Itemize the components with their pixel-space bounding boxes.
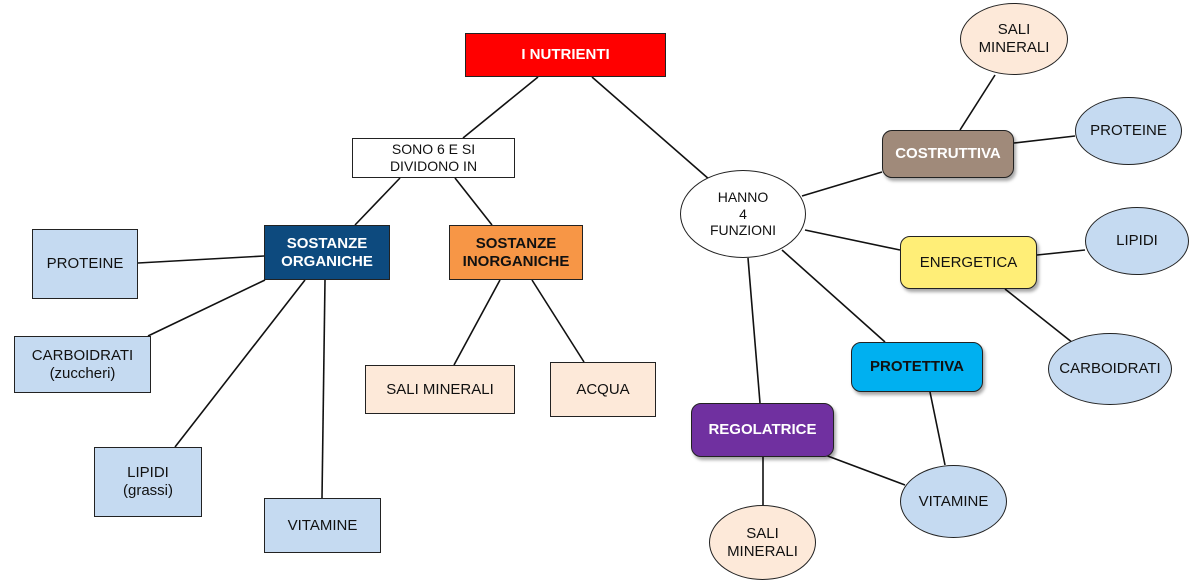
edge-organiche-vitamine	[321, 279, 326, 499]
edge-sono6-inorganiche	[454, 177, 493, 226]
edge-protettiva-vitamine	[929, 391, 946, 466]
node-protettiva: PROTETTIVA	[851, 342, 983, 392]
node-sostanze-organiche: SOSTANZE ORGANICHE	[264, 225, 390, 280]
node-energetica: ENERGETICA	[900, 236, 1037, 289]
edge-hanno4-energetica	[804, 229, 901, 251]
node-proteine-left: PROTEINE	[32, 229, 138, 299]
node-hanno-4-funzioni: HANNO 4 FUNZIONI	[680, 170, 806, 258]
edge-organiche-carboidrati	[147, 279, 266, 337]
edge-organiche-proteine	[137, 255, 265, 264]
node-carboidrati-left: CARBOIDRATI (zuccheri)	[14, 336, 151, 393]
node-sono-6-dividono: SONO 6 E SI DIVIDONO IN	[352, 138, 515, 178]
node-proteine-right: PROTEINE	[1075, 97, 1182, 165]
node-sali-minerali-bottom: SALI MINERALI	[709, 505, 816, 580]
node-sostanze-inorganiche: SOSTANZE INORGANICHE	[449, 225, 583, 280]
node-regolatrice: REGOLATRICE	[691, 403, 834, 457]
edge-root-hanno4	[591, 76, 711, 181]
node-i-nutrienti: I NUTRIENTI	[465, 33, 666, 77]
edge-inorganiche-acqua	[531, 279, 585, 363]
edge-hanno4-regolatrice	[747, 257, 761, 404]
edge-organiche-lipidi	[174, 279, 306, 448]
edge-energetica-carboidrati	[1004, 288, 1079, 348]
edge-sono6-organiche	[354, 177, 401, 226]
edge-inorganiche-sali	[453, 279, 501, 366]
node-costruttiva: COSTRUTTIVA	[882, 130, 1014, 178]
node-lipidi-left: LIPIDI (grassi)	[94, 447, 202, 517]
edge-hanno4-costruttiva	[801, 171, 883, 197]
edge-regolatrice-vitamine	[824, 454, 906, 486]
node-sali-minerali-top: SALI MINERALI	[960, 3, 1068, 75]
node-sali-minerali-mid: SALI MINERALI	[365, 365, 515, 414]
node-lipidi-right: LIPIDI	[1085, 207, 1189, 275]
node-vitamine-left: VITAMINE	[264, 498, 381, 553]
node-carboidrati-right: CARBOIDRATI	[1048, 333, 1172, 405]
edge-energetica-lipidi	[1036, 249, 1086, 256]
edge-hanno4-protettiva	[781, 249, 886, 343]
node-vitamine-right: VITAMINE	[900, 465, 1007, 538]
edge-costruttiva-proteine	[1013, 135, 1076, 144]
edge-costruttiva-sali	[959, 74, 996, 131]
node-acqua: ACQUA	[550, 362, 656, 417]
edge-root-sono6	[462, 76, 539, 139]
